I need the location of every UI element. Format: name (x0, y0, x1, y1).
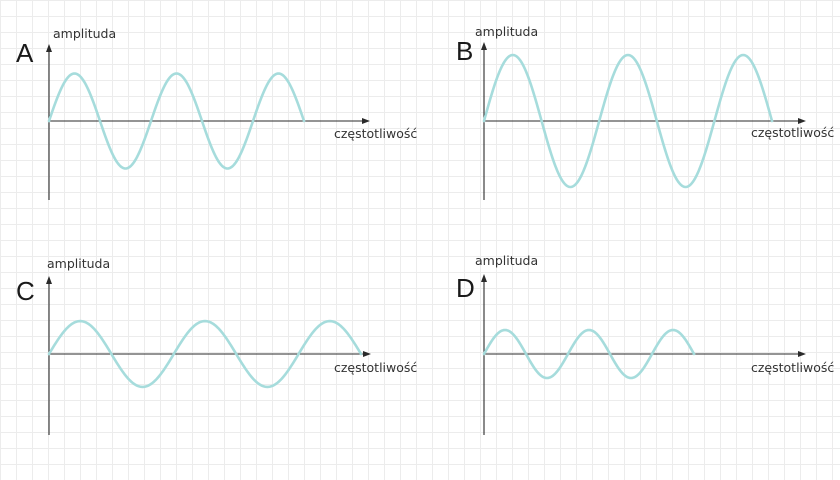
x-axis-label: częstotliwość (751, 360, 834, 375)
sine-wave (47, 72, 306, 170)
x-axis-label: częstotliwość (334, 360, 417, 375)
sine-wave (482, 328, 696, 380)
y-axis-arrow (46, 44, 52, 52)
y-axis-arrow (481, 42, 487, 50)
x-axis-arrow (362, 118, 370, 124)
y-axis-label: amplituda (47, 256, 110, 271)
panel-a: A amplituda częstotliwość (16, 26, 417, 200)
panel-letter: B (456, 36, 473, 66)
x-axis-arrow (363, 351, 371, 357)
sine-wave (482, 53, 774, 189)
panel-letter: A (16, 38, 34, 68)
panel-c: C amplituda częstotliwość (16, 256, 417, 435)
x-axis-label: częstotliwość (334, 126, 417, 141)
x-axis-arrow (798, 118, 806, 124)
y-axis-arrow (46, 276, 52, 284)
y-axis-arrow (481, 274, 487, 282)
x-axis-label: częstotliwość (751, 125, 834, 140)
x-axis-arrow (798, 351, 806, 357)
y-axis-label: amplituda (475, 253, 538, 268)
y-axis-label: amplituda (475, 24, 538, 39)
y-axis-label: amplituda (53, 26, 116, 41)
panel-letter: D (456, 273, 475, 303)
panel-b: B amplituda częstotliwość (456, 24, 834, 200)
panel-letter: C (16, 276, 35, 306)
sine-wave (47, 319, 363, 389)
panel-d: D amplituda częstotliwość (456, 253, 834, 435)
